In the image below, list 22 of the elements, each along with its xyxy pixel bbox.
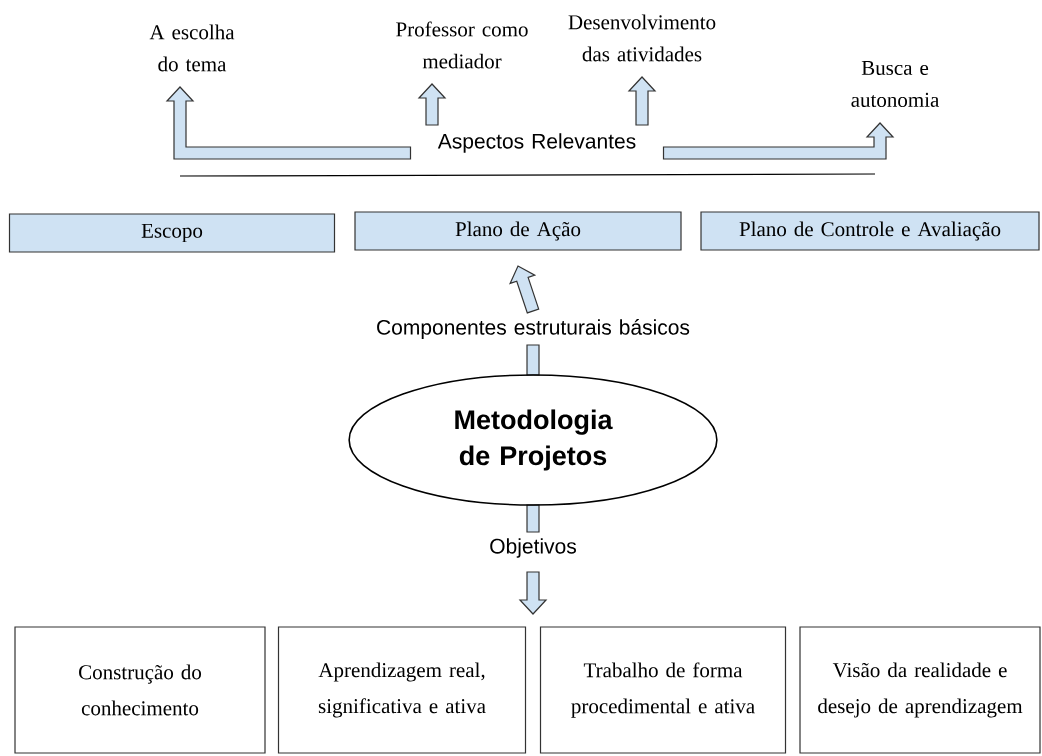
block-arrow <box>662 122 895 160</box>
component-box: Plano de Ação <box>354 211 682 251</box>
block-arrow <box>518 571 548 615</box>
section-label: Objetivos <box>490 538 576 558</box>
connector-bar <box>526 504 540 533</box>
aspect-label: A escolha do tema <box>149 24 235 72</box>
objective-box: Construção do conhecimento <box>14 626 266 754</box>
component-box: Escopo <box>8 213 336 253</box>
aspect-label: Professor como mediador <box>396 21 528 69</box>
objective-box: Aprendizagem real, significativa e ativa <box>277 626 527 754</box>
section-label: Componentes estruturais básicos <box>377 319 690 339</box>
block-arrow <box>627 76 657 126</box>
component-box: Plano de Controle e Avaliação <box>700 211 1040 251</box>
objective-box: Trabalho de forma procedimental e ativa <box>539 626 787 754</box>
objective-box: Visão da realidade e desejo de aprendizagem <box>799 626 1041 754</box>
block-arrow <box>509 265 540 314</box>
aspect-label: Desenvolvimento das atividades <box>568 14 716 62</box>
block-arrow <box>417 83 447 126</box>
block-arrow <box>165 86 412 160</box>
aspect-label: Busca e autonomia <box>851 61 940 107</box>
connector-bar <box>526 344 540 376</box>
section-label: Aspectos Relevantes <box>437 133 636 153</box>
